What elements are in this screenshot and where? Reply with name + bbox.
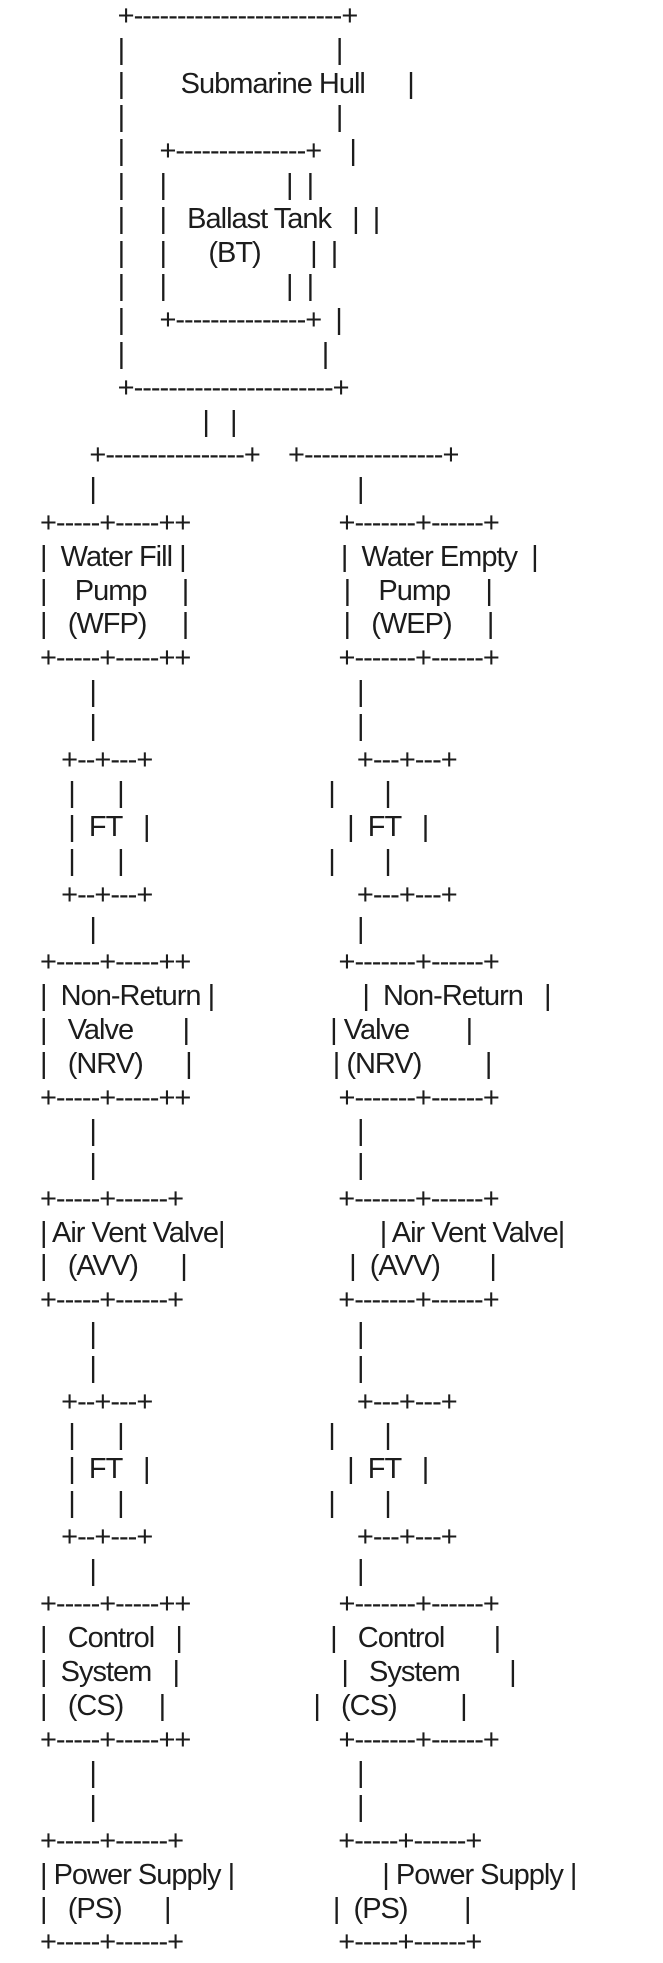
page: +------------------------+ | | | Submari… — [40, 0, 578, 1959]
ascii-diagram: +------------------------+ | | | Submari… — [40, 0, 577, 1959]
